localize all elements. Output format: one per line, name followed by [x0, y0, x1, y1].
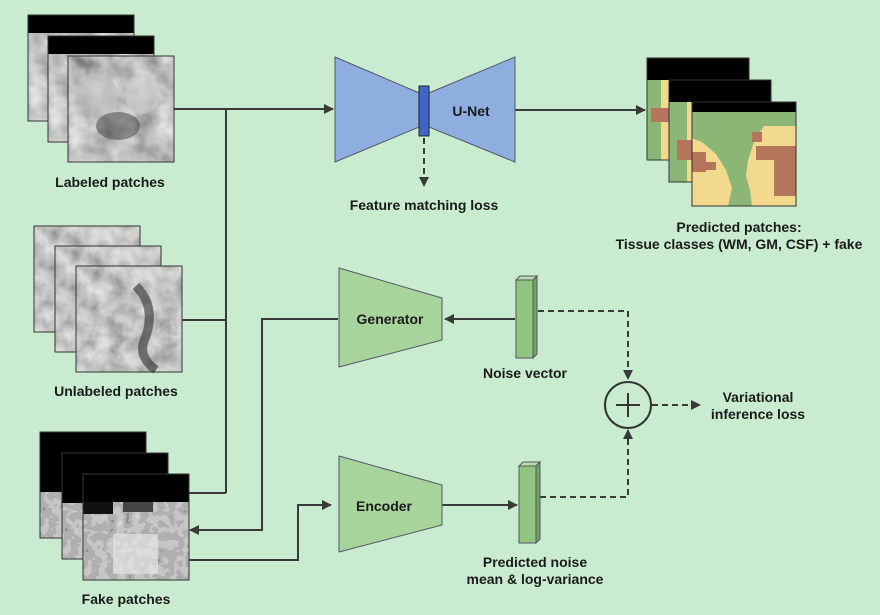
noise-vector-bar	[514, 274, 539, 360]
predicted-patches-label-line2: Tissue classes (WM, GM, CSF) + fake	[616, 236, 863, 252]
encoder-label: Encoder	[356, 498, 413, 514]
labeled-patches-label: Labeled patches	[55, 174, 165, 190]
predicted-noise-label-line2: mean & log-variance	[467, 571, 604, 587]
variational-loss-label-line2: inference loss	[711, 406, 805, 422]
labeled-patches-stack	[27, 14, 175, 163]
noise-vector-label: Noise vector	[483, 365, 568, 381]
predicted-noise-bar	[517, 460, 542, 545]
predicted-noise-label-line1: Predicted noise	[483, 554, 587, 570]
generator-block	[338, 267, 443, 368]
generator-label: Generator	[357, 311, 424, 327]
predicted-patches-label-line1: Predicted patches:	[676, 219, 801, 235]
unlabeled-patches-label: Unlabeled patches	[54, 383, 178, 399]
feature-matching-loss-label: Feature matching loss	[350, 197, 499, 213]
plus-circle-icon	[604, 381, 652, 429]
unet-block	[334, 56, 516, 163]
predicted-patches-stack	[646, 57, 797, 207]
unet-label: U-Net	[452, 103, 490, 119]
fake-patches-stack	[39, 431, 190, 581]
unlabeled-patches-stack	[33, 225, 183, 374]
encoder-block	[338, 455, 443, 553]
connection-lines	[174, 104, 701, 561]
fake-patches-label: Fake patches	[82, 591, 171, 607]
unet-bottleneck	[418, 85, 430, 137]
variational-loss-label-line1: Variational	[723, 389, 794, 405]
